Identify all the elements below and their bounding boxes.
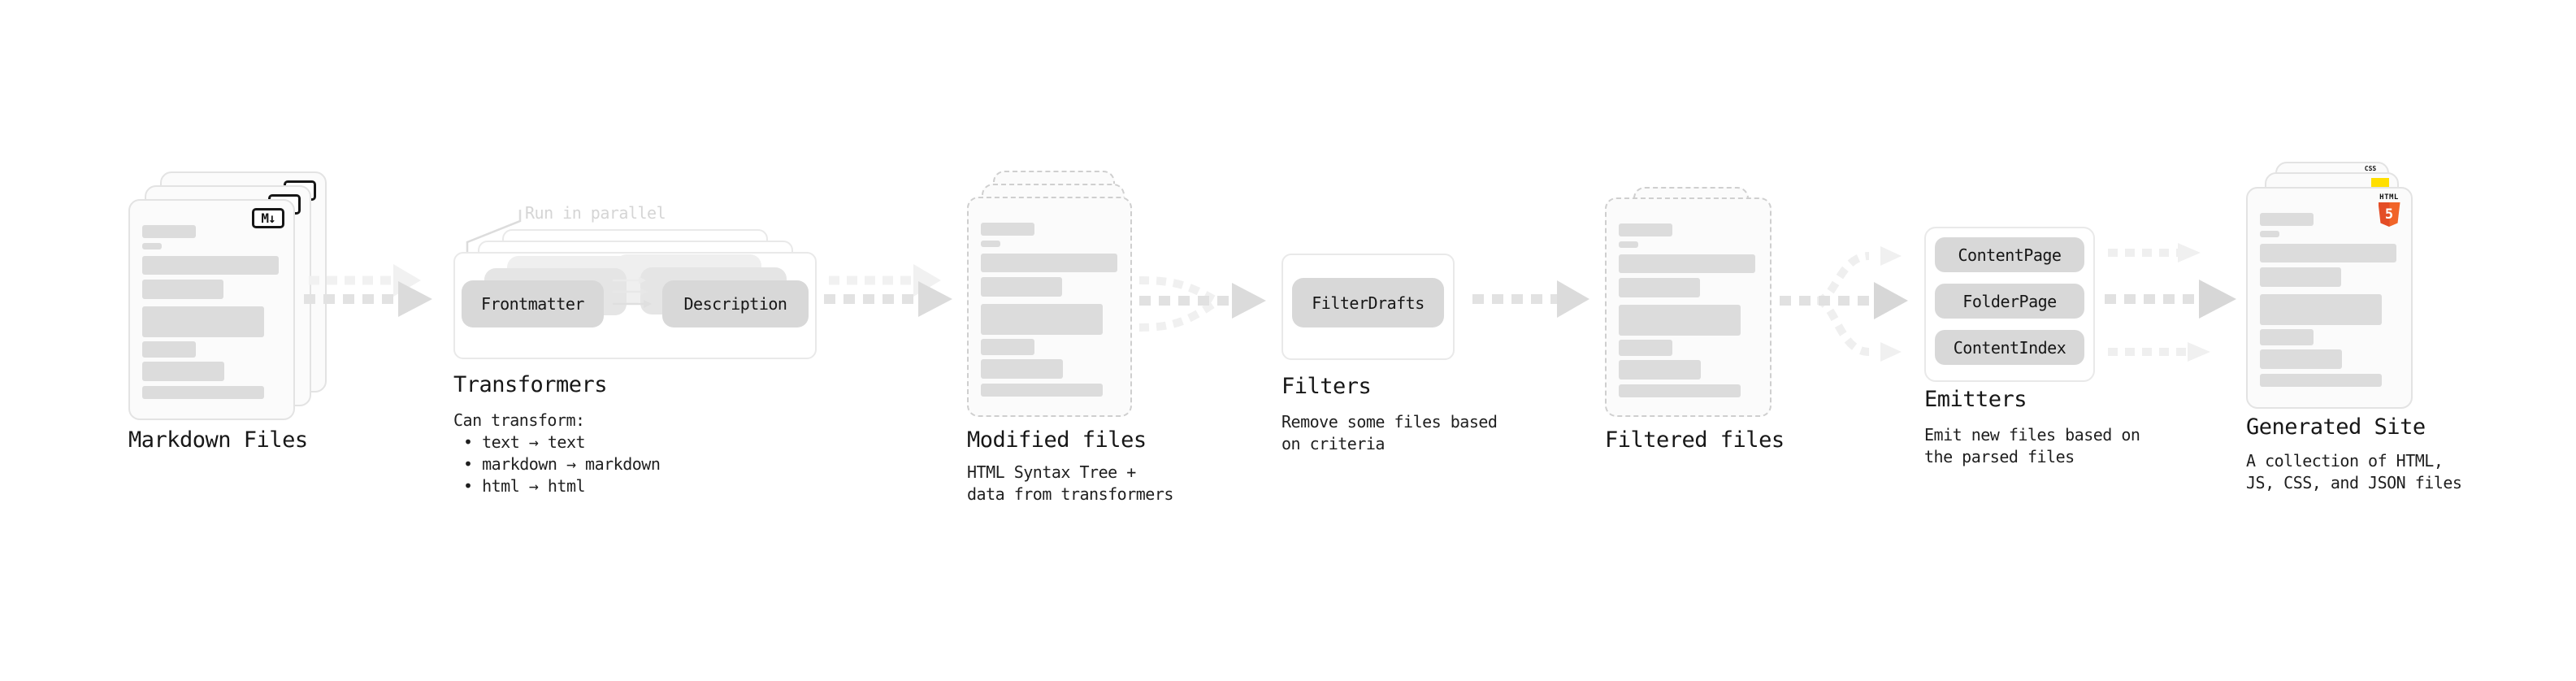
- text-line-bar: [1619, 241, 1638, 248]
- stage-label-emitters: Emitters: [1924, 387, 2027, 412]
- desc-line: A collection of HTML,: [2246, 451, 2444, 471]
- text-line-bar: [2260, 213, 2314, 226]
- flow-arrow-icon: [824, 264, 952, 317]
- text-line-bar: [981, 384, 1103, 397]
- text-line-bar: [142, 280, 223, 299]
- js-icon: [2371, 178, 2389, 189]
- run-in-parallel-annotation: Run in parallel: [525, 203, 666, 223]
- text-line-bar: [142, 243, 162, 249]
- text-line-bar: [981, 254, 1117, 272]
- text-line-bar: [1619, 223, 1672, 236]
- text-line-bar: [2260, 329, 2314, 345]
- stage-label-markdown-files: Markdown Files: [128, 427, 308, 453]
- site-file-card-html: HTML 5: [2246, 187, 2413, 409]
- frontmatter-pill: Frontmatter: [462, 280, 604, 327]
- text-line-bar: [142, 386, 264, 399]
- text-line-bar: [142, 256, 279, 275]
- text-line-bar: [2260, 374, 2382, 387]
- text-line-bar: [142, 362, 224, 381]
- transformers-description: Can transform: • text → text • markdown …: [453, 410, 661, 497]
- desc-line: the parsed files: [1924, 447, 2075, 466]
- desc-line: JS, CSS, and JSON files: [2246, 473, 2462, 492]
- text-line-bar: [981, 277, 1062, 297]
- text-line-bar: [2260, 231, 2279, 237]
- text-line-bar: [2260, 294, 2382, 325]
- filtered-file-card-front: [1605, 197, 1772, 417]
- html5-icon: HTML 5: [2378, 193, 2400, 227]
- stage-label-filtered-files: Filtered files: [1605, 427, 1785, 453]
- filterdrafts-pill: FilterDrafts: [1292, 278, 1444, 327]
- desc-line: Emit new files based on: [1924, 425, 2140, 445]
- generated-site-description: A collection of HTML, JS, CSS, and JSON …: [2246, 450, 2462, 494]
- contentpage-pill: ContentPage: [1935, 237, 2084, 272]
- desc-bullet: • markdown → markdown: [463, 454, 661, 474]
- desc-line: on criteria: [1281, 434, 1385, 453]
- fanout-arrow-icon: [1780, 246, 1908, 362]
- merge-arrow-icon: [1138, 276, 1266, 332]
- text-line-bar: [2260, 244, 2396, 262]
- filters-description: Remove some files based on criteria: [1281, 411, 1498, 455]
- desc-line: Can transform:: [453, 410, 585, 430]
- desc-line: Remove some files based: [1281, 412, 1498, 432]
- stage-label-generated-site: Generated Site: [2246, 414, 2426, 440]
- text-line-bar: [1619, 254, 1755, 273]
- text-line-bar: [2260, 349, 2342, 369]
- modified-file-card-front: [967, 197, 1132, 417]
- text-line-bar: [2260, 267, 2341, 287]
- text-line-bar: [1619, 278, 1700, 297]
- contentindex-pill: ContentIndex: [1935, 330, 2084, 365]
- text-line-bar: [981, 241, 1000, 247]
- annotation-connector-line: [466, 210, 522, 254]
- text-line-bar: [1619, 305, 1741, 336]
- desc-line: data from transformers: [967, 484, 1173, 504]
- folderpage-pill: FolderPage: [1935, 284, 2084, 319]
- markdown-icon: M↓: [252, 208, 284, 228]
- stage-label-transformers: Transformers: [453, 372, 608, 397]
- flow-arrow-icon: [304, 264, 432, 317]
- text-line-bar: [142, 306, 264, 337]
- description-pill: Description: [662, 280, 809, 327]
- text-line-bar: [981, 339, 1034, 355]
- desc-bullet: • html → html: [463, 476, 586, 496]
- stage-label-modified-files: Modified files: [967, 427, 1147, 453]
- triple-arrow-icon: [2105, 243, 2236, 362]
- text-line-bar: [981, 304, 1103, 335]
- text-line-bar: [981, 359, 1063, 379]
- text-line-bar: [1619, 384, 1741, 397]
- desc-line: HTML Syntax Tree +: [967, 462, 1136, 482]
- modified-files-description: HTML Syntax Tree + data from transformer…: [967, 462, 1173, 505]
- flow-arrow-icon: [1472, 280, 1589, 318]
- text-line-bar: [142, 341, 196, 358]
- stage-label-filters: Filters: [1281, 374, 1372, 399]
- desc-bullet: • text → text: [463, 432, 586, 452]
- emitters-description: Emit new files based on the parsed files: [1924, 424, 2140, 468]
- text-line-bar: [1619, 360, 1701, 380]
- text-line-bar: [981, 223, 1034, 236]
- parallel-arrows-icon: [613, 276, 652, 308]
- text-line-bar: [142, 225, 196, 238]
- markdown-file-card-front: M↓: [128, 199, 295, 420]
- text-line-bar: [1619, 340, 1672, 356]
